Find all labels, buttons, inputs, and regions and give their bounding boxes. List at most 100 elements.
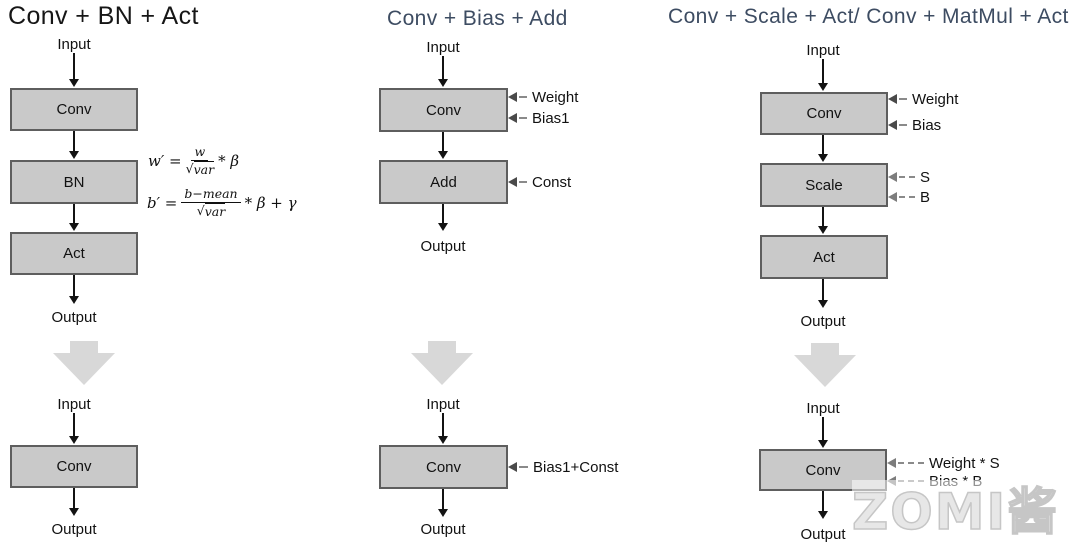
weight-label: Weight — [912, 90, 959, 108]
output-label: Output — [51, 309, 97, 326]
arrow-left-icon — [508, 92, 517, 102]
formula-tail: * β — [218, 151, 240, 170]
node-label: Add — [430, 173, 457, 191]
node-label: Conv — [425, 101, 462, 119]
arrow-down-icon — [438, 132, 448, 159]
arrow-left-icon — [888, 192, 897, 202]
output-label: Output — [800, 313, 846, 330]
arrow-left-icon — [888, 94, 897, 104]
arrow-down-icon — [818, 59, 828, 91]
node-label: Conv — [56, 458, 92, 475]
column3-title: Conv + Scale + Act/ Conv + MatMul + Act — [668, 5, 1069, 28]
side-arrow-fused-bias: Bias1+Const — [508, 458, 619, 476]
side-arrow-weight: Weight — [508, 88, 579, 106]
arrow-down-icon — [69, 204, 79, 231]
radicand: var — [193, 160, 215, 177]
input-label: Input — [57, 396, 91, 413]
arrow-down-icon — [818, 207, 828, 234]
arrow-down-icon — [438, 413, 448, 444]
node-label: Conv — [56, 101, 92, 118]
input-label: Input — [806, 42, 840, 59]
side-arrow-fused-weight: Weight * S — [887, 454, 1000, 472]
fusion-transform-arrow — [53, 341, 115, 385]
fraction: w √var — [185, 144, 215, 178]
arrow-left-icon — [888, 172, 897, 182]
numerator: w — [191, 144, 209, 161]
node-conv: Conv — [10, 88, 138, 131]
node-act: Act — [10, 232, 138, 275]
arrow-down-icon — [438, 489, 448, 517]
radical-sign: √ — [185, 160, 194, 176]
output-label: Output — [800, 526, 846, 543]
arrow-down-icon — [69, 275, 79, 304]
fusion-transform-arrow — [411, 341, 473, 385]
arrow-down-icon — [818, 491, 828, 519]
numerator: b−mean — [181, 186, 241, 203]
output-label: Output — [51, 521, 97, 538]
node-label: Scale — [805, 176, 843, 194]
node-fused-conv: Conv — [10, 445, 138, 488]
arrow-left-icon — [508, 113, 517, 123]
node-add: Add — [379, 160, 508, 204]
node-act: Act — [760, 235, 888, 279]
fused-bias-label: Bias1+Const — [533, 458, 619, 476]
arrow-down-icon — [438, 56, 448, 87]
b-label: B — [920, 188, 931, 206]
side-arrow-weight: Weight — [888, 90, 959, 108]
formula-weight: w′ = w √var * β — [148, 144, 239, 178]
radicand: var — [204, 202, 226, 219]
arrow-down-icon — [438, 204, 448, 231]
bias-label: Bias — [912, 116, 942, 134]
arrow-left-icon — [887, 458, 896, 468]
side-arrow-bias1: Bias1 — [508, 109, 570, 127]
column1-title: Conv + BN + Act — [8, 2, 199, 30]
output-label: Output — [420, 238, 466, 255]
watermark: ZOMI酱 — [851, 480, 1080, 544]
node-label: Conv — [805, 461, 841, 479]
formula-lhs: w′ = — [148, 151, 182, 170]
denominator: √var — [197, 202, 226, 220]
arrow-down-icon — [69, 53, 79, 87]
bias1-label: Bias1 — [532, 109, 570, 127]
formula-tail: * β + γ — [244, 193, 297, 212]
input-label: Input — [426, 396, 460, 413]
arrow-left-icon — [888, 120, 897, 130]
fusion-transform-arrow — [794, 343, 856, 387]
arrow-down-icon — [818, 135, 828, 162]
weight-label: Weight — [532, 88, 579, 106]
node-label: BN — [63, 173, 85, 191]
node-label: Act — [63, 245, 85, 262]
input-label: Input — [806, 400, 840, 417]
node-label: Conv — [425, 458, 462, 476]
arrow-down-icon — [69, 488, 79, 516]
input-label: Input — [426, 39, 460, 56]
column2-title: Conv + Bias + Add — [387, 7, 568, 30]
fused-weight-label: Weight * S — [929, 454, 1000, 472]
fraction: b−mean √var — [181, 186, 241, 220]
node-scale: Scale — [760, 163, 888, 207]
side-arrow-b: B — [888, 188, 931, 206]
s-label: S — [920, 168, 931, 186]
arrow-left-icon — [508, 177, 517, 187]
arrow-down-icon — [818, 417, 828, 448]
node-label: Act — [813, 248, 835, 266]
arrow-down-icon — [69, 413, 79, 444]
node-label: Conv — [806, 105, 842, 122]
input-label: Input — [57, 36, 91, 53]
side-arrow-const: Const — [508, 173, 572, 191]
node-fused-conv: Conv — [379, 445, 508, 489]
node-conv: Conv — [760, 92, 888, 135]
node-conv: Conv — [379, 88, 508, 132]
output-label: Output — [420, 521, 466, 538]
arrow-down-icon — [818, 279, 828, 308]
node-fused-conv: Conv — [759, 449, 887, 491]
denominator: √var — [185, 160, 215, 178]
arrow-left-icon — [508, 462, 517, 472]
formula-bias: b′ = b−mean √var * β + γ — [147, 186, 297, 220]
arrow-down-icon — [69, 131, 79, 159]
const-label: Const — [532, 173, 572, 191]
watermark-text: ZOMI酱 — [851, 483, 1060, 541]
formula-lhs: b′ = — [147, 193, 178, 212]
side-arrow-bias: Bias — [888, 116, 942, 134]
